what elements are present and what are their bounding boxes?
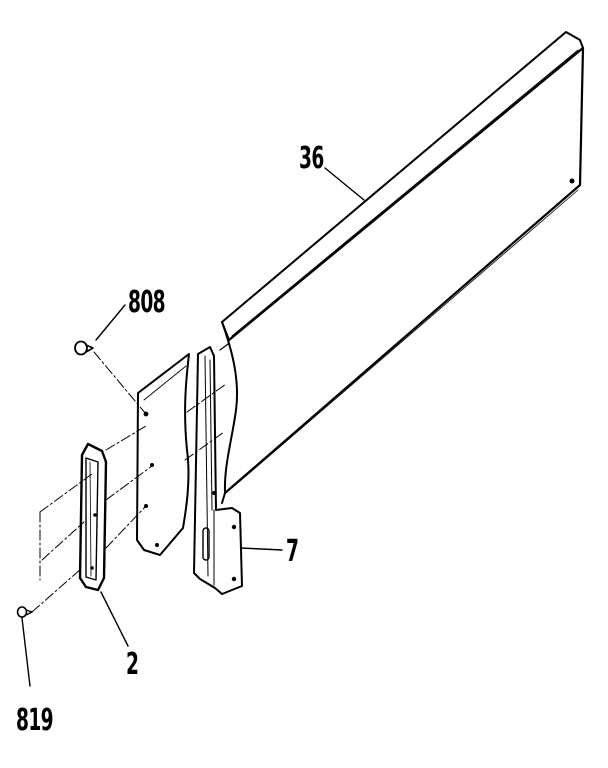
bracket-part-7 [193,343,243,595]
cover-part-2 [78,442,108,592]
spacer-plate [136,353,190,556]
callout-7: 7 [286,534,299,569]
callout-819: 819 [16,703,54,738]
screw-part-808 [74,340,94,356]
callout-2: 2 [126,647,139,682]
mounting-hole-icon [569,178,575,184]
callout-808: 808 [128,285,166,320]
leader-lines [21,167,365,687]
screw-part-819 [16,606,33,618]
callout-36: 36 [299,141,324,176]
rail-panel-part-36 [221,31,585,504]
assembly-lines [31,351,227,613]
